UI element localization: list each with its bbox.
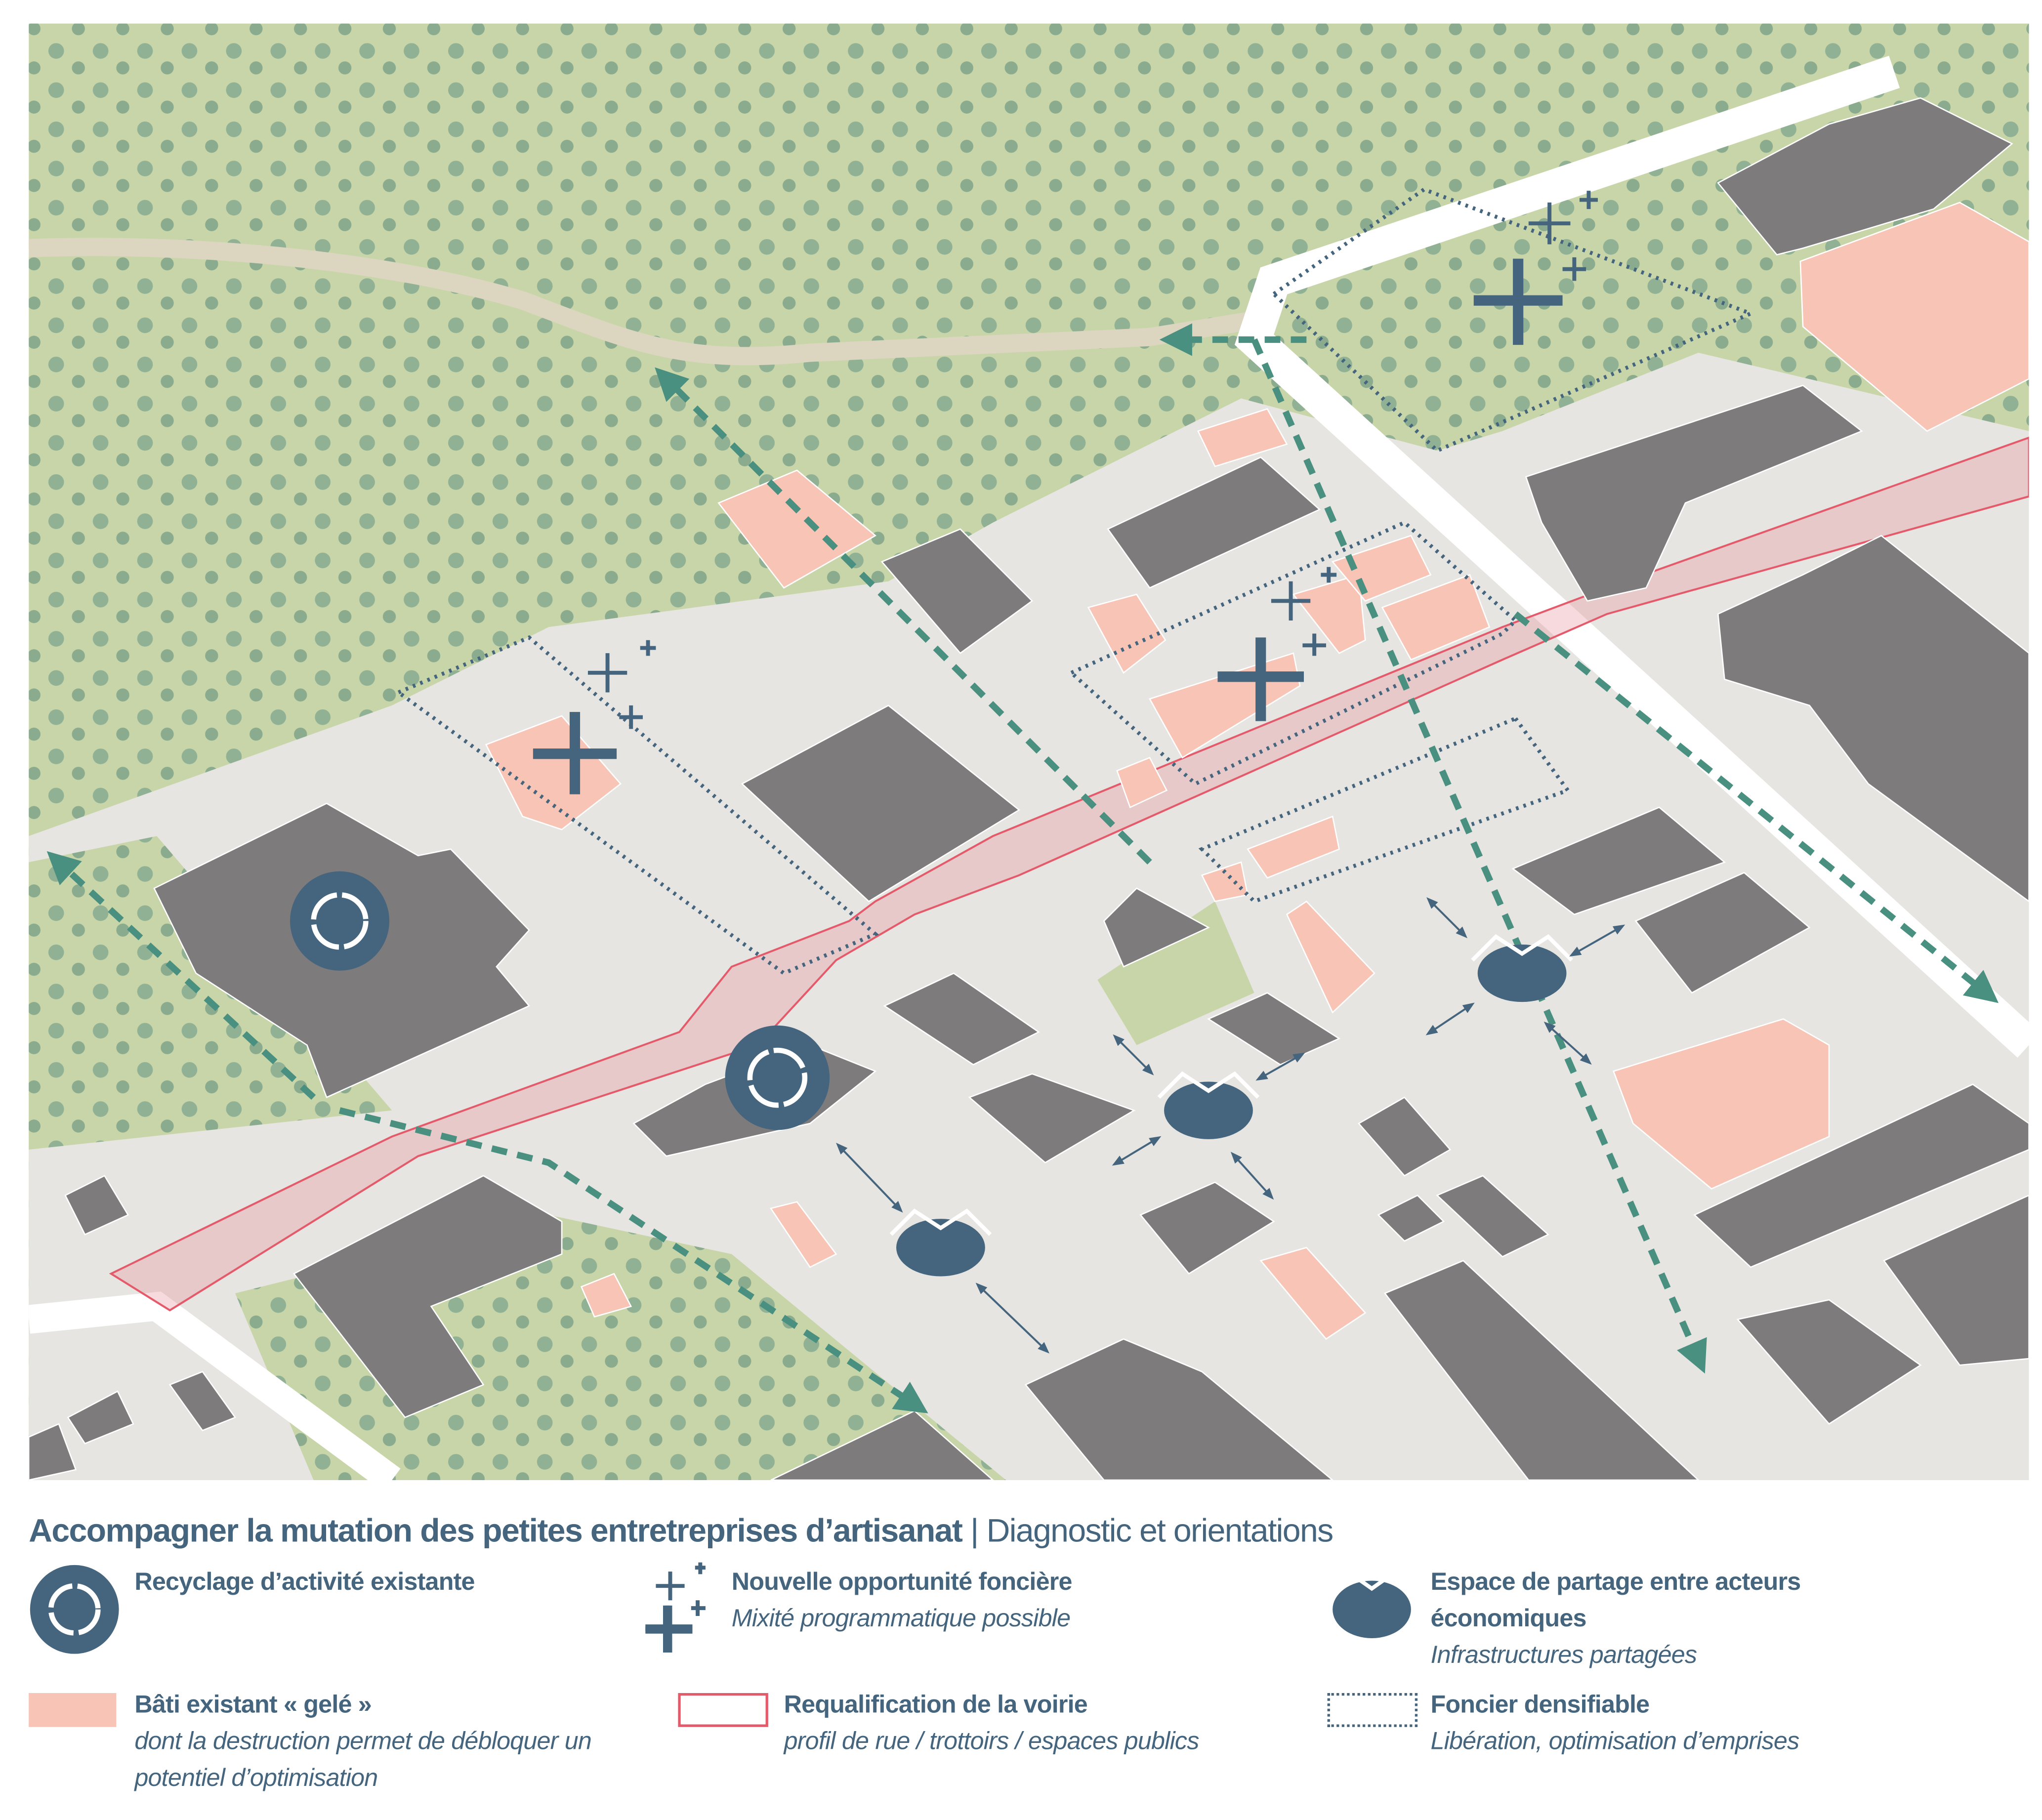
title-main: Accompagner la mutation des petites entr… <box>29 1513 963 1550</box>
legend-item-shared-space: Espace de partage entre acteurs économiq… <box>1431 1565 1901 1675</box>
legend-description: Libération, optimisation d’emprises <box>1430 1728 1800 1756</box>
legend-description: profil de rue / trottoirs / espaces publ… <box>784 1728 1200 1756</box>
legend-title: Accompagner la mutation des petites entr… <box>29 1513 1334 1551</box>
street <box>29 1291 401 1480</box>
legend-label: Requalification de la voirie <box>784 1692 1088 1719</box>
legend-item-recycle: Recyclage d’activité existante <box>134 1565 475 1602</box>
recycle-icon-map-1 <box>290 871 390 971</box>
legend-label: Nouvelle opportunité foncière <box>731 1569 1073 1597</box>
aerial-map <box>29 23 2029 1480</box>
recycle-icon <box>30 1565 119 1654</box>
street <box>1234 55 2029 1058</box>
plus-icon <box>645 1562 706 1653</box>
title-subtitle: Diagnostic et orientations <box>986 1513 1334 1550</box>
legend-label: Espace de partage entre acteurs économiq… <box>1430 1569 1801 1633</box>
exchange-arrows <box>836 897 1625 1354</box>
legend-item-road-requalification: Requalification de la voirie profil de r… <box>784 1688 1200 1761</box>
green-patch <box>1097 901 1254 1045</box>
legend-description: dont la destruction permet de débloquer … <box>134 1728 592 1792</box>
legend-label: Foncier densifiable <box>1430 1692 1650 1719</box>
legend-description: Mixité programmatique possible <box>731 1605 1071 1633</box>
handshake-icon <box>1327 1570 1417 1638</box>
legend-item-frozen-building: Bâti existant « gelé » dont la destructi… <box>134 1688 657 1797</box>
legend-label: Recyclage d’activité existante <box>134 1569 475 1597</box>
densifiable-land-swatch <box>1327 1693 1418 1727</box>
legend-description: Infrastructures partagées <box>1430 1642 1697 1670</box>
frozen-building-swatch <box>29 1693 117 1727</box>
plus-icons-map <box>533 191 1598 794</box>
legend-label: Bâti existant « gelé » <box>134 1692 372 1719</box>
legend-item-new-opportunity: Nouvelle opportunité foncière Mixité pro… <box>731 1565 1073 1638</box>
frozen-buildings <box>485 202 2029 1340</box>
green-corridor-arrows <box>46 323 1999 1413</box>
urban-area <box>29 352 2029 1480</box>
footpath <box>29 238 1256 366</box>
legend-item-densifiable-land: Foncier densifiable Libération, optimisa… <box>1430 1688 1800 1761</box>
handshake-icons-map <box>889 934 1573 1277</box>
road-requalification-swatch <box>678 1693 768 1727</box>
densifiable-land <box>394 187 1756 976</box>
recycle-icon-map-2 <box>725 1025 830 1130</box>
title-separator: | <box>970 1513 979 1550</box>
